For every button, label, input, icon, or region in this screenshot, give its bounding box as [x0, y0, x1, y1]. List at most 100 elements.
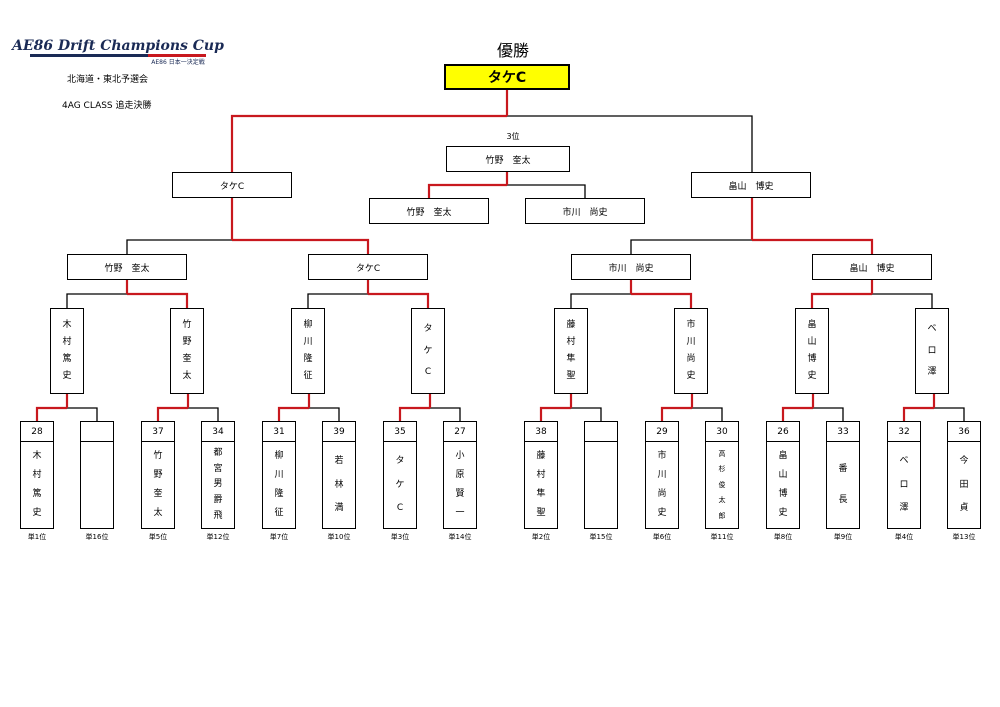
entry-name-char: 太: [153, 508, 163, 518]
round2-name-char: 川: [303, 337, 313, 347]
qualifying-rank: 単13位: [952, 533, 976, 541]
bracket-line: [813, 407, 844, 421]
entry-number: 36: [948, 422, 980, 442]
entry-name-char: 郎: [718, 511, 726, 520]
qualifying-rank: 単11位: [710, 533, 734, 541]
entry-name-char: タ: [395, 455, 405, 466]
entry-name-char: 尚: [657, 489, 667, 499]
entry-name-char: 畠: [778, 451, 788, 461]
winner-line: [398, 406, 430, 421]
entry-number: 27: [444, 422, 476, 442]
entry-number: 34: [202, 422, 234, 442]
qualifying-rank: 単5位: [148, 533, 168, 541]
bracket-line: [188, 407, 219, 421]
entry-name-char: 村: [32, 470, 42, 480]
round2-name-char: 史: [807, 371, 817, 381]
round2-name-char: 木: [62, 320, 72, 330]
entry-name-char: 奎: [153, 489, 163, 499]
entry-name-char: 原: [455, 470, 465, 480]
qualifying-rank: 単12位: [206, 533, 230, 541]
entry-name: 番長: [827, 442, 859, 528]
bracket-line: [630, 239, 752, 254]
entry-name-char: 田: [959, 479, 969, 490]
entry-number: 29: [646, 422, 678, 442]
entry-name-char: 爵: [213, 495, 223, 506]
logo-text: AE86 Drift Champions Cup: [10, 38, 224, 54]
qualifying-rank: 単2位: [531, 533, 551, 541]
logo-subtext: AE86 日本一決定戦: [151, 58, 204, 66]
qualifying-rank: 単16位: [85, 533, 109, 541]
entry-name-char: 隆: [274, 489, 284, 499]
entry-name: 都宮男爵飛: [202, 442, 234, 528]
semifinal-left: タケC: [172, 172, 292, 198]
bracket-line: [309, 407, 340, 421]
round2-name-char: 太: [182, 371, 192, 381]
qualifying-rank: 単6位: [652, 533, 672, 541]
entry-name-char: 俊: [718, 480, 726, 489]
entry-name: [585, 442, 617, 528]
entry-name-char: 太: [718, 496, 726, 504]
round2-name-char: ケ: [423, 345, 433, 356]
entry-number: 26: [767, 422, 799, 442]
entry-name-char: 篤: [32, 489, 42, 499]
entry-name-char: 一: [455, 508, 465, 518]
round2-name-char: 奎: [182, 354, 192, 364]
round2-name-char: 藤: [566, 320, 576, 330]
entry-name: 畠山博史: [767, 442, 799, 528]
class-label: 4AG CLASS 追走決勝: [62, 101, 152, 111]
round2-box: 柳川隆征: [291, 308, 325, 394]
entry-name-char: ケ: [395, 479, 405, 490]
entry-name: 今田貞: [948, 442, 980, 528]
entry-name: 竹野奎太: [142, 442, 174, 528]
round2-box: 竹野奎太: [170, 308, 204, 394]
round2-name-char: 柳: [303, 320, 313, 330]
round2-name-char: 竹: [182, 320, 192, 330]
entry-name-char: 博: [778, 489, 788, 499]
entry-name-char: 賢: [455, 489, 465, 499]
round2-box: 畠山博史: [795, 308, 829, 394]
winner-line: [902, 406, 934, 421]
entry-name-char: ロ: [899, 479, 909, 490]
champion-box: タケC: [444, 64, 570, 90]
round2-name-char: 史: [62, 371, 72, 381]
region-label: 北海道・東北予選会: [67, 75, 149, 85]
winner-line: [232, 238, 370, 254]
entry-name-char: 山: [778, 470, 788, 480]
round2-name-char: ロ: [927, 345, 937, 356]
entry-name-char: 貞: [959, 503, 969, 514]
bracket-line: [66, 293, 127, 308]
third-place-right: 市川 尚史: [525, 198, 645, 224]
qualifying-rank: 単3位: [390, 533, 410, 541]
qualifying-rank: 単14位: [448, 533, 472, 541]
entry-name: 藤村隼聖: [525, 442, 557, 528]
quarterfinal-1: 竹野 奎太: [67, 254, 187, 280]
entry-name: 小原賢一: [444, 442, 476, 528]
entry-name: 市川尚史: [646, 442, 678, 528]
entry-box: [80, 421, 114, 529]
round2-box: 市川尚史: [674, 308, 708, 394]
entry-box: [584, 421, 618, 529]
entry-name-char: 林: [334, 479, 344, 490]
winner-line: [752, 238, 874, 254]
winner-line: [660, 406, 692, 421]
round2-name-char: 川: [686, 337, 696, 347]
ae86-logo: AE86 Drift Champions Cup AE86 日本一決定戦: [10, 38, 224, 66]
entry-name-char: 聖: [536, 508, 546, 518]
bracket-line: [126, 239, 232, 254]
entry-name: 若林満: [323, 442, 355, 528]
round2-name-char: 畠: [807, 320, 817, 330]
bracket-line: [507, 184, 586, 198]
round2-name-char: 博: [807, 354, 817, 364]
bracket-line: [934, 407, 965, 421]
round2-name-char: 篤: [62, 354, 72, 364]
semifinal-right: 畠山 博史: [691, 172, 811, 198]
